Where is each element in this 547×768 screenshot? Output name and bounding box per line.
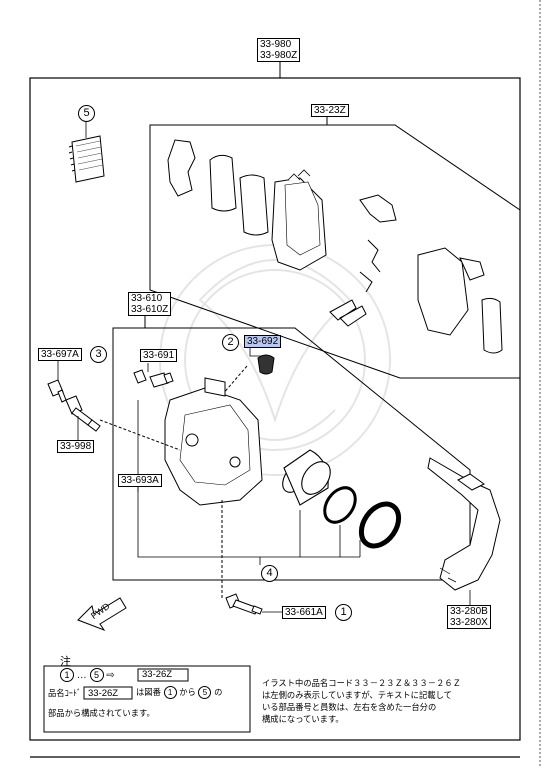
legend-row-1: 1 … 5 ⇨ <box>60 668 115 682</box>
label-caliper-body: 33-693A <box>118 474 162 487</box>
legend-circle-5b: 5 <box>198 686 212 699</box>
label-pad-kit: 33-23Z <box>311 104 349 117</box>
circle-1: 1 <box>335 604 352 621</box>
pad-components <box>167 139 503 354</box>
legend-row-3: 部品から構成されています。 <box>48 708 155 718</box>
legend-code-box-1 <box>137 668 189 682</box>
label-seal-kit: 33-692 <box>244 335 282 348</box>
pin-part <box>65 395 101 432</box>
circle-4: 4 <box>261 565 278 582</box>
legend-row-2-prefix: 品名ｺｰﾄﾞ <box>48 688 82 698</box>
note-line-2: は左側のみ表示していますが、テキストに記載して <box>262 690 452 700</box>
label-slide-pin: 33-661A <box>282 606 326 619</box>
bolt-part <box>47 379 67 403</box>
assembly-frame <box>29 77 521 741</box>
note-line-3: いる部品番号と員数は、左右を含めた一台分の <box>262 702 437 712</box>
seal-kit-leader <box>249 348 264 357</box>
dust-boot-small <box>257 354 275 375</box>
legend-circle-1: 1 <box>60 668 74 682</box>
legend-row-2-rest: は図番 1 から 5 の <box>136 686 223 699</box>
legend-arrow: ⇨ <box>106 670 115 681</box>
circle-3: 3 <box>90 346 107 363</box>
fwd-arrow-icon <box>77 597 127 632</box>
shim-part <box>68 135 105 183</box>
note-line-1: イラスト中の品名コード３３－２３Ｚ＆３３－２６Ｚ <box>262 678 461 688</box>
circle-2: 2 <box>222 334 239 351</box>
label-pin: 33-998 <box>57 440 95 453</box>
legend-code-box-2 <box>83 686 133 700</box>
slide-pin-part <box>225 593 263 615</box>
label-bolt: 33-697A <box>38 348 82 361</box>
legend-circle-1b: 1 <box>163 686 177 699</box>
label-bleeder: 33-691 <box>140 349 178 362</box>
piston-part <box>282 449 331 506</box>
legend-heading: 注 <box>60 655 71 668</box>
note-line-4: 構成になっています。 <box>262 714 344 724</box>
dashed-leader-2 <box>99 419 181 451</box>
dashed-leader-1 <box>221 365 248 396</box>
legend-code-1: 33-26Z <box>142 669 173 680</box>
legend-code-2: 33-26Z <box>88 688 119 699</box>
legend-circle-5: 5 <box>89 668 104 682</box>
circle-5: 5 <box>78 105 95 122</box>
pad-kit-outline <box>149 124 521 379</box>
caliper-assy-outline <box>112 327 471 581</box>
bleeder-parts <box>133 369 174 388</box>
legend-sep: … <box>76 670 87 681</box>
kit-callout-lines <box>137 400 361 565</box>
caliper-body-part <box>164 377 263 506</box>
bracket-part <box>427 457 501 591</box>
legend-box <box>43 665 251 733</box>
piston-seals <box>323 486 402 549</box>
